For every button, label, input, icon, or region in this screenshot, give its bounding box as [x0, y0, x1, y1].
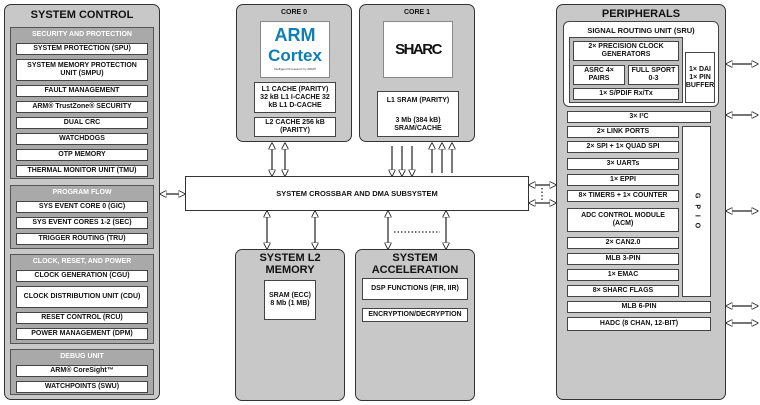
dual-crc-box: DUAL CRC — [16, 117, 148, 129]
hadc-box: HADC (8 CHAN, 12-BIT) — [567, 317, 711, 331]
link-ports-box: 2× LINK PORTS — [567, 126, 679, 138]
sharc-flags-box: 8× SHARC FLAGS — [567, 285, 679, 297]
sharc-logo-text: SHARC — [395, 41, 442, 58]
sec-box: SYS EVENT CORES 1-2 (SEC) — [16, 217, 148, 229]
emac-box: 1× EMAC — [567, 269, 679, 281]
core1-panel: CORE 1 SHARC L1 SRAM (PARITY) 3 Mb (384 … — [359, 4, 475, 142]
l2-memory-panel: SYSTEM L2 MEMORY SRAM (ECC) 8 Mb (1 MB) — [235, 249, 345, 401]
core0-l2-cache-box: L2 CACHE 256 kB (PARITY) — [254, 117, 336, 137]
arm-cortex-logo: ARM Cortex Intelligent Processors by ARM… — [260, 21, 330, 78]
security-group: SECURITY AND PROTECTION SYSTEM PROTECTIO… — [10, 27, 154, 179]
dpm-box: POWER MANAGEMENT (DPM) — [16, 328, 148, 340]
full-sport-box: FULL SPORT 0-3 — [628, 65, 679, 85]
dsp-functions-box: DSP FUNCTIONS (FIR, IIR) — [362, 278, 468, 300]
acm-box: ADC CONTROL MODULE (ACM) — [567, 208, 679, 232]
i2c-box: 3× I²C — [567, 111, 711, 123]
peripherals-panel: PERIPHERALS SIGNAL ROUTING UNIT (SRU) 2×… — [556, 4, 726, 400]
crossbar-label: SYSTEM CROSSBAR AND DMA SUBSYSTEM — [276, 189, 438, 198]
dai-pin-buffer-box: 1× DAI 1× PIN BUFFER — [685, 52, 715, 103]
tmu-box: THERMAL MONITOR UNIT (TMU) — [16, 165, 148, 177]
asrc-box: ASRC 4× PAIRS — [573, 65, 625, 85]
acceleration-panel: SYSTEM ACCELERATION DSP FUNCTIONS (FIR, … — [355, 249, 475, 401]
fault-management-box: FAULT MANAGEMENT — [16, 85, 148, 97]
spdif-box: 1× S/PDIF Rx/Tx — [573, 88, 679, 100]
sru-group: SIGNAL ROUTING UNIT (SRU) 2× PRECISION C… — [563, 21, 719, 107]
precision-clock-box: 2× PRECISION CLOCK GENERATORS — [573, 41, 679, 61]
debug-group-title: DEBUG UNIT — [60, 353, 104, 360]
timers-box: 8× TIMERS + 1× COUNTER — [567, 190, 679, 202]
coresight-box: ARM® CoreSight™ — [16, 365, 148, 377]
program-flow-group: PROGRAM FLOW SYS EVENT CORE 0 (GIC) SYS … — [10, 185, 154, 249]
otp-memory-box: OTP MEMORY — [16, 149, 148, 161]
watchdogs-box: WATCHDOGS — [16, 133, 148, 145]
l1-sram-label: L1 SRAM (PARITY) — [386, 97, 450, 104]
trustzone-box: ARM® TrustZone® SECURITY — [16, 101, 148, 113]
acceleration-title: SYSTEM ACCELERATION — [371, 252, 459, 276]
uarts-box: 3× UARTs — [567, 158, 679, 170]
peripherals-title: PERIPHERALS — [601, 8, 681, 20]
debug-group: DEBUG UNIT ARM® CoreSight™ WATCHPOINTS (… — [10, 349, 154, 395]
cgu-box: CLOCK GENERATION (CGU) — [16, 270, 148, 282]
core0-title: CORE 0 — [280, 9, 308, 16]
arm-logo-text: ARM — [274, 25, 316, 45]
core0-l1-cache-box: L1 CACHE (PARITY) 32 kB L1 I-CACHE 32 kB… — [254, 82, 336, 113]
l2-memory-title: SYSTEM L2 MEMORY — [259, 252, 321, 276]
spi-box: 2× SPI + 1× QUAD SPI — [567, 141, 679, 153]
l2-sram-box: SRAM (ECC) 8 Mb (1 MB) — [264, 280, 316, 320]
system-control-title: SYSTEM CONTROL — [30, 9, 134, 21]
encryption-box: ENCRYPTION/DECRYPTION — [362, 308, 468, 322]
arm-logo-tagline: Intelligent Processors by ARM® — [273, 67, 317, 71]
core1-l1-sram-box: L1 SRAM (PARITY) 3 Mb (384 kB) SRAM/CACH… — [377, 91, 459, 137]
clock-group-title: CLOCK, RESET, AND POWER — [32, 258, 132, 265]
clock-reset-power-group: CLOCK, RESET, AND POWER CLOCK GENERATION… — [10, 254, 154, 344]
core1-title: CORE 1 — [403, 9, 431, 16]
smpu-box: SYSTEM MEMORY PROTECTION UNIT (SMPU) — [16, 59, 148, 81]
security-group-title: SECURITY AND PROTECTION — [32, 31, 132, 38]
sru-inner: 2× PRECISION CLOCK GENERATORS ASRC 4× PA… — [569, 37, 683, 103]
gpio-label: G P I O — [693, 192, 701, 231]
eppi-box: 1× EPPI — [567, 174, 679, 186]
can-box: 2× CAN2.0 — [567, 237, 679, 249]
l1-sram-size: 3 Mb (384 kB) SRAM/CACHE — [394, 117, 442, 132]
core0-panel: CORE 0 ARM Cortex Intelligent Processors… — [236, 4, 352, 142]
cortex-logo-text: Cortex — [268, 46, 322, 65]
gpio-box: G P I O — [682, 126, 711, 297]
sru-title: SIGNAL ROUTING UNIT (SRU) — [587, 26, 695, 35]
mlb6-box: MLB 6-PIN — [567, 301, 711, 313]
system-crossbar: SYSTEM CROSSBAR AND DMA SUBSYSTEM — [185, 176, 529, 211]
gic-box: SYS EVENT CORE 0 (GIC) — [16, 201, 148, 213]
system-control-panel: SYSTEM CONTROL SECURITY AND PROTECTION S… — [4, 4, 160, 400]
spu-box: SYSTEM PROTECTION (SPU) — [16, 43, 148, 55]
tru-box: TRIGGER ROUTING (TRU) — [16, 233, 148, 245]
sharc-logo: SHARC — [383, 21, 453, 78]
rcu-box: RESET CONTROL (RCU) — [16, 312, 148, 324]
swu-box: WATCHPOINTS (SWU) — [16, 381, 148, 393]
program-flow-title: PROGRAM FLOW — [52, 189, 112, 196]
cdu-box: CLOCK DISTRIBUTION UNIT (CDU) — [16, 286, 148, 308]
mlb3-box: MLB 3-PIN — [567, 253, 679, 265]
